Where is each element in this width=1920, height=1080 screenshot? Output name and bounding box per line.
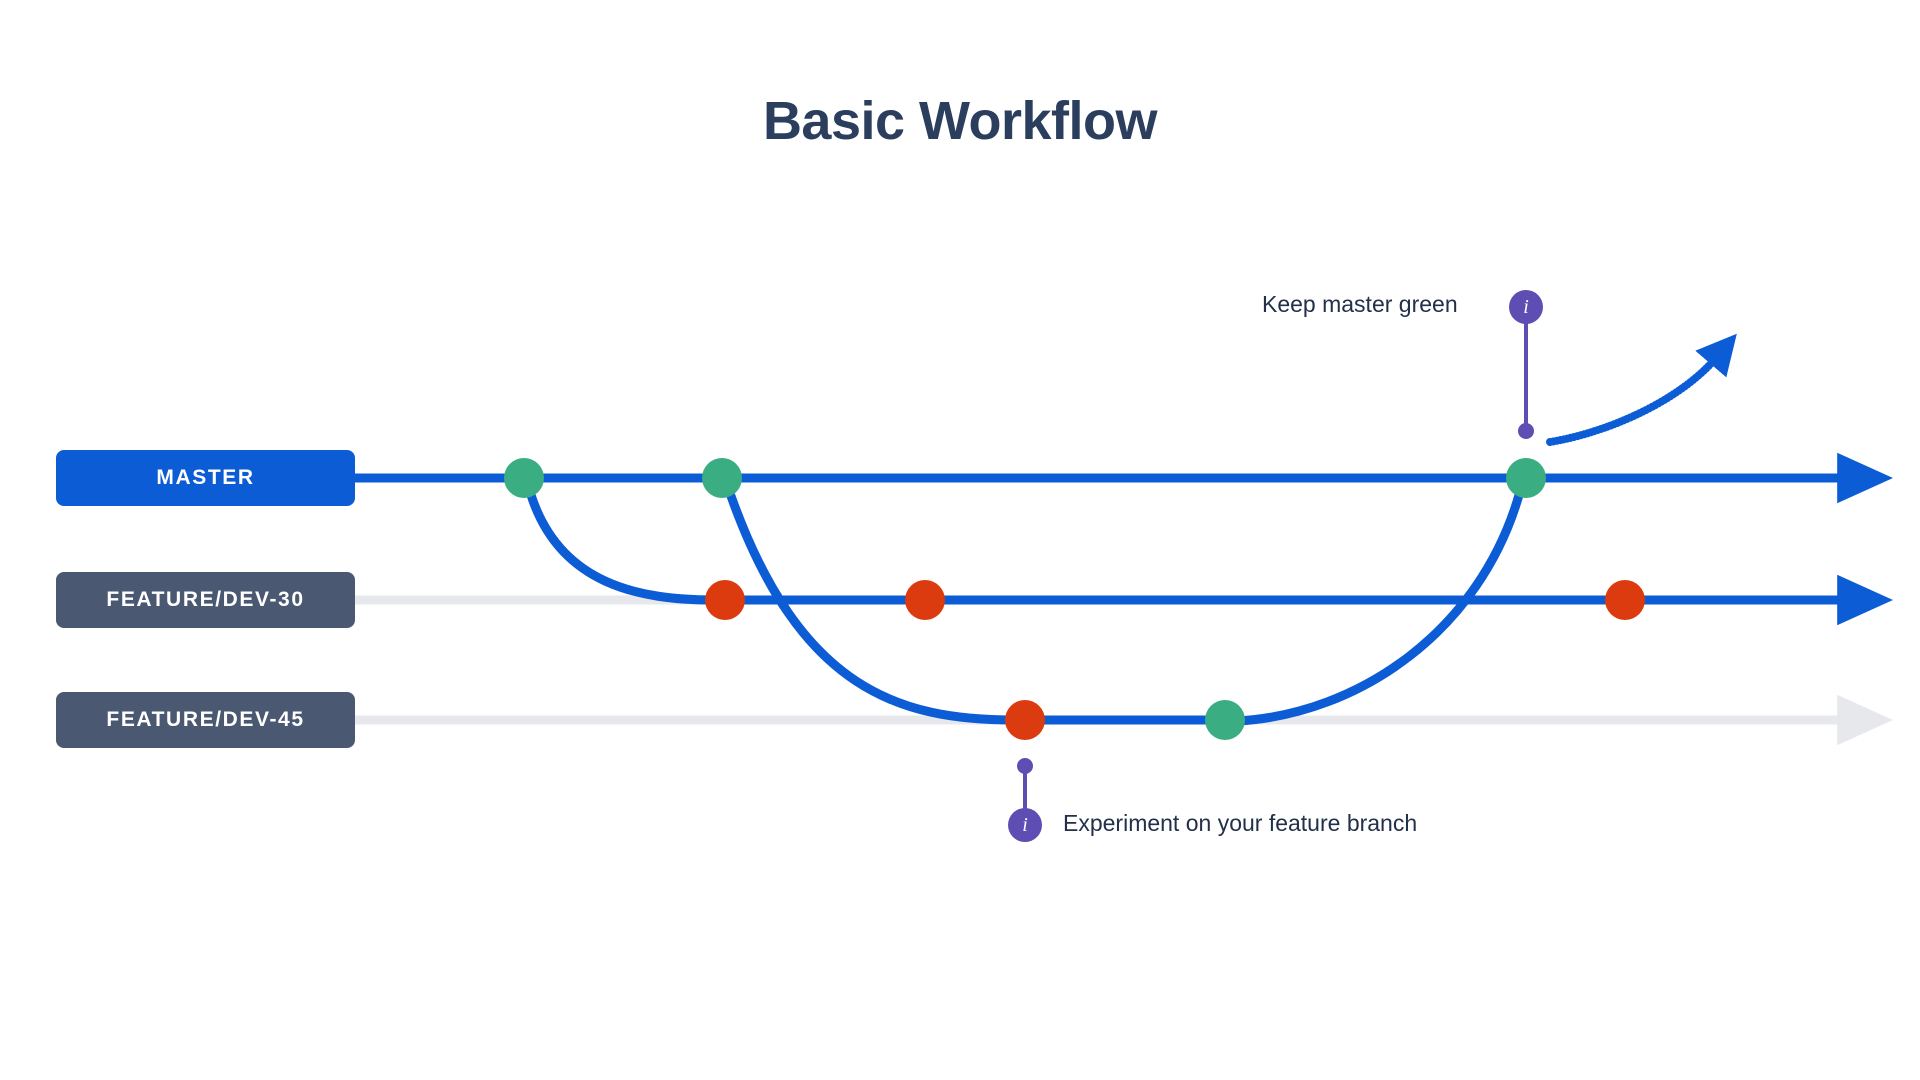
branch-pill-feature-dev-30-label: FEATURE/DEV-30 [106,588,305,611]
branch-pill-feature-dev-45-label: FEATURE/DEV-45 [106,708,305,731]
commit-dots [504,458,1645,740]
commit-dot-dev30-2[interactable] [905,580,945,620]
branch-pill-master-label: MASTER [156,466,255,489]
info-icon[interactable]: i [1509,290,1543,324]
commit-dot-master-1[interactable] [504,458,544,498]
commit-dot-dev30-1[interactable] [705,580,745,620]
commit-dot-master-2[interactable] [702,458,742,498]
commit-dot-dev45-1[interactable] [1005,700,1045,740]
info-icon[interactable]: i [1008,808,1042,842]
future-work-dotted-arrow [1546,333,1737,446]
branch-pill-master[interactable]: MASTER [56,450,355,506]
commit-dot-dev30-3[interactable] [1605,580,1645,620]
branch-curve-master-to-dev45 [726,491,1019,725]
experiment-anchor-dot [1017,758,1033,774]
commit-dot-dev45-2[interactable] [1205,700,1245,740]
branch-merge-curves [526,490,1524,726]
callout-connectors [1017,322,1534,812]
branch-curve-master-to-dev30 [526,490,719,605]
keep-master-green-anchor-dot [1518,423,1534,439]
info-icon-glyph: i [1523,295,1529,318]
branch-pill-feature-dev-30[interactable]: FEATURE/DEV-30 [56,572,355,628]
page-title: Basic Workflow [762,91,1158,151]
merge-curve-dev45-to-master [1233,490,1524,726]
commit-dot-master-3-merge[interactable] [1506,458,1546,498]
callout-keep-master-green-text: Keep master green [1262,291,1458,317]
branch-pill-feature-dev-45[interactable]: FEATURE/DEV-45 [56,692,355,748]
callout-experiment-feature-branch-text: Experiment on your feature branch [1063,810,1418,836]
info-icon-glyph: i [1022,813,1028,836]
